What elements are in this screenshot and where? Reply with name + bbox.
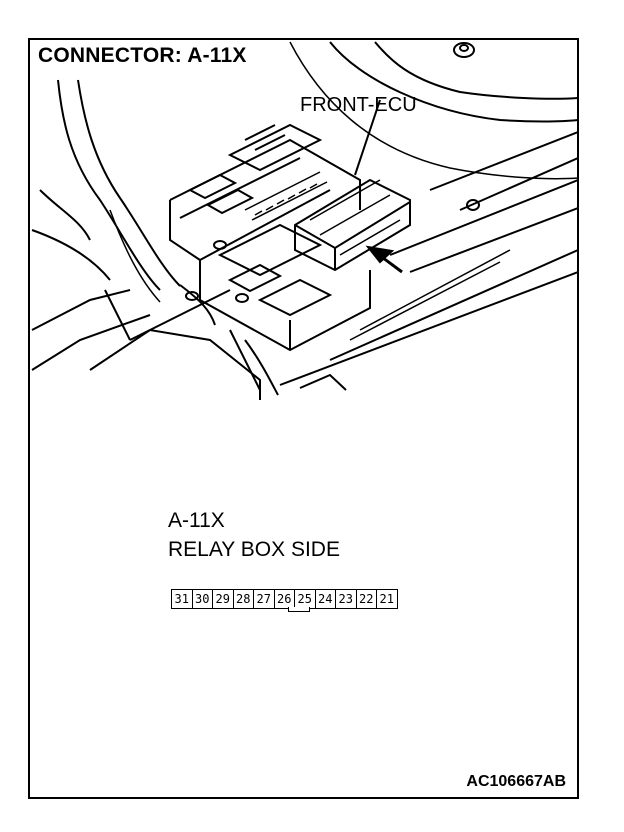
diagram-frame (28, 38, 579, 799)
front-ecu-callout: FRONT-ECU (300, 94, 417, 116)
connector-pin: 23 (336, 590, 357, 608)
connector-side-label: RELAY BOX SIDE (168, 538, 340, 561)
connector-pin: 27 (254, 590, 275, 608)
diagram-title: CONNECTOR: A-11X (38, 44, 251, 70)
connector-pin: 28 (234, 590, 254, 608)
connector-pin-keyed: 26 (275, 590, 295, 608)
connector-pin: 29 (213, 590, 234, 608)
connector-pin-row: 31 30 29 28 27 26 25 24 23 22 21 (171, 589, 398, 609)
connector-name: A-11X (168, 509, 225, 532)
connector-pin: 21 (377, 590, 398, 608)
figure-code: AC106667AB (466, 773, 566, 790)
connector-key-tab (288, 607, 310, 612)
connector-pin: 22 (357, 590, 377, 608)
connector-pin: 31 (172, 590, 193, 608)
connector-pin: 25 (295, 590, 316, 608)
relay-box-illustration (31, 41, 578, 400)
connector-pin: 24 (316, 590, 336, 608)
connector-pin: 30 (193, 590, 213, 608)
